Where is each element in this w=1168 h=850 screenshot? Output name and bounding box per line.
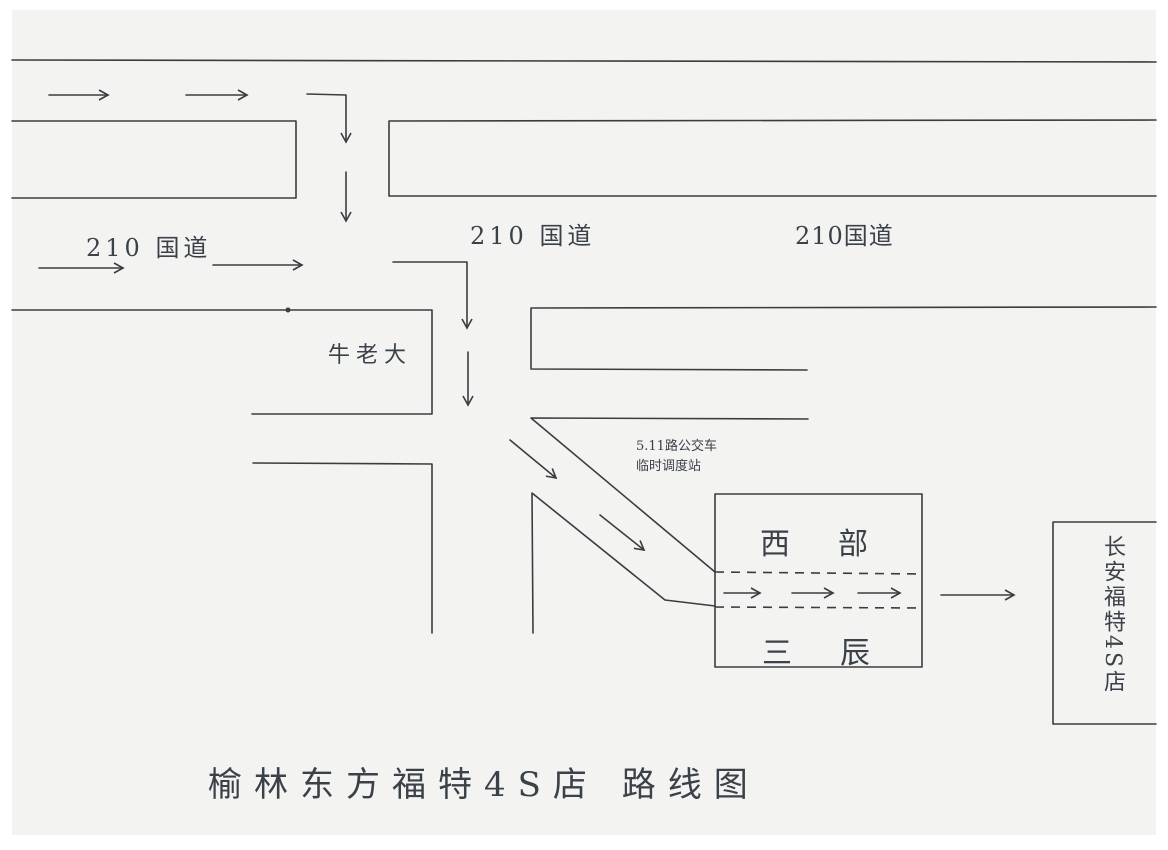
road-label-210-left: 210 国道 (86, 234, 212, 262)
upper-right-block (388, 119, 1157, 197)
landmark-corner-shop: 牛老大 (328, 343, 413, 368)
paper-sheet (12, 10, 1156, 835)
destination-block-outline (1052, 521, 1157, 725)
side-road-lower-left-block (252, 462, 433, 634)
market-label-bottom: 三辰 (762, 636, 918, 671)
upper-left-block (11, 120, 297, 199)
bus-station-note-line2: 临时调度站 (636, 459, 702, 474)
diagonal-road (530, 417, 809, 634)
route-arrows (38, 89, 1016, 601)
map-title: 榆林东方福特4S店 路线图 (208, 765, 760, 805)
road-label-210-center: 210 国道 (470, 222, 596, 250)
bus-station-note-line1: 5.11路公交车 (636, 439, 717, 454)
road-label-210-right: 210国道 (795, 222, 894, 250)
main-road-lower-edge-left (11, 307, 433, 415)
market-block-outline (714, 493, 923, 668)
main-road-lower-edge-right (530, 306, 1157, 371)
upper-road-edges (11, 59, 1157, 63)
market-label-top: 西部 (760, 527, 916, 562)
destination-label: 长安福特4S店 (1100, 535, 1125, 696)
